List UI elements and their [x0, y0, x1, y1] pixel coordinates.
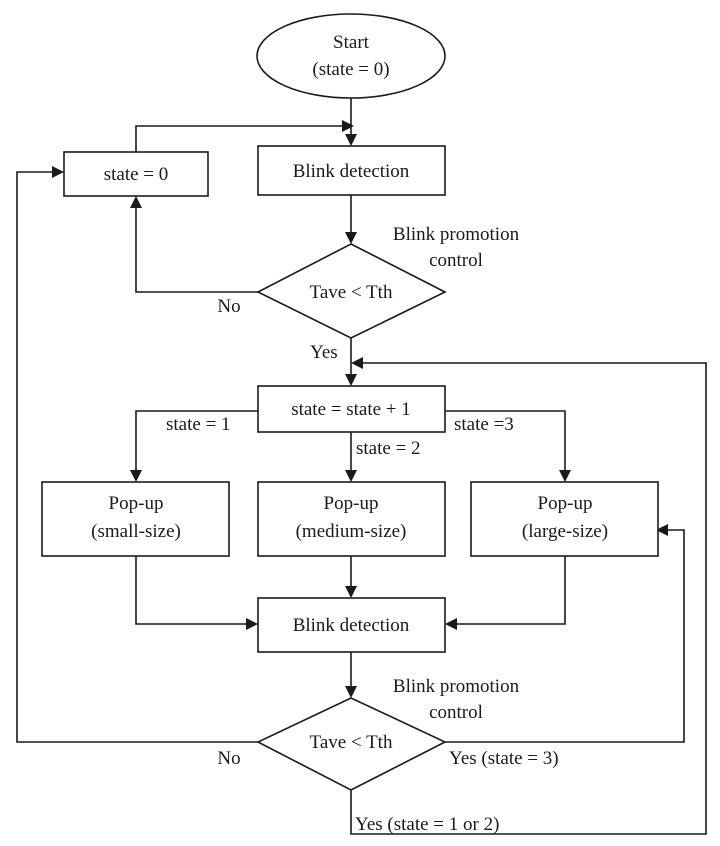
edge-popup-small-to-blink-detection: [135, 556, 250, 625]
edge-label-state-2: state = 2: [356, 438, 421, 459]
decision-diamond-1: [256, 243, 447, 339]
blink-promotion-line1: Blink promotion: [393, 224, 520, 245]
edge-decision-2-yes-3-to-popup-large: [445, 529, 685, 743]
arrowhead: [559, 470, 571, 482]
decision-diamond-2: [256, 697, 447, 791]
increment-state-node: state = state + 1: [257, 385, 446, 433]
edge-increment-to-popup-small: [135, 410, 258, 474]
arrowhead: [445, 618, 457, 630]
arrowhead: [345, 134, 357, 146]
connectors: [16, 98, 707, 835]
blink-promotion-line1: Blink promotion: [393, 676, 520, 697]
popup-medium-node: Pop-up (medium-size): [257, 481, 446, 557]
start-label-line1: Start: [333, 32, 370, 53]
arrowhead: [52, 166, 64, 178]
decision-label-1: Tave < Tth: [310, 282, 393, 303]
popup-small-line1: Pop-up: [109, 493, 164, 514]
arrowhead: [342, 120, 354, 132]
edge-decision-2-no-to-reset: [16, 171, 258, 743]
reset-state-node: state = 0: [63, 151, 209, 197]
blink-promotion-line2: control: [429, 250, 483, 271]
reset-state-label: state = 0: [104, 164, 169, 185]
edge-increment-to-popup-large: [445, 410, 566, 474]
popup-medium-line1: Pop-up: [324, 493, 379, 514]
edge-label-yes-state-3: Yes (state = 3): [449, 748, 559, 769]
edge-label-state-1: state = 1: [166, 414, 231, 435]
edge-label-yes-state-1-or-2: Yes (state = 1 or 2): [355, 814, 499, 835]
arrowhead: [345, 470, 357, 482]
decision-node-1: Tave < Tth: [256, 243, 447, 339]
blink-detection-label-1: Blink detection: [293, 161, 410, 182]
blink-promotion-note-1: Blink promotion control: [393, 224, 520, 271]
increment-state-box: [257, 385, 446, 433]
arrowhead: [130, 196, 142, 208]
arrowhead: [351, 357, 363, 369]
popup-small-box: [41, 481, 230, 557]
arrowhead: [345, 374, 357, 386]
start-ellipse: [256, 13, 446, 99]
edge-label-state-3: state =3: [454, 414, 514, 435]
blink-detection-box-2: [257, 597, 446, 653]
increment-state-label: state = state + 1: [291, 399, 411, 420]
popup-medium-line2: (medium-size): [296, 521, 407, 542]
edge-decision-no-to-reset: [135, 206, 258, 293]
blink-detection-node-2: Blink detection: [257, 597, 446, 653]
arrowhead: [345, 586, 357, 598]
popup-medium-box: [257, 481, 446, 557]
popup-small-line2: (small-size): [91, 521, 181, 542]
edge-label-no-1: No: [217, 296, 240, 317]
blink-detection-box-1: [257, 145, 446, 196]
blink-detection-label-2: Blink detection: [293, 615, 410, 636]
blink-promotion-note-2: Blink promotion control: [393, 676, 520, 723]
edge-popup-large-to-blink-detection: [453, 556, 566, 625]
decision-node-2: Tave < Tth: [256, 697, 447, 791]
start-label-line2: (state = 0): [312, 59, 389, 80]
arrowhead: [656, 524, 668, 536]
popup-large-line2: (large-size): [522, 521, 608, 542]
popup-large-node: Pop-up (large-size): [470, 481, 659, 557]
popup-small-node: Pop-up (small-size): [41, 481, 230, 557]
edge-label-yes-1: Yes: [310, 342, 338, 363]
popup-large-line1: Pop-up: [538, 493, 593, 514]
blink-detection-node-1: Blink detection: [257, 145, 446, 196]
popup-large-box: [470, 481, 659, 557]
reset-state-box: [63, 151, 209, 197]
decision-label-2: Tave < Tth: [310, 732, 393, 753]
arrowhead: [246, 618, 258, 630]
edge-label-no-2: No: [217, 748, 240, 769]
edge-decision-2-yes-1-2-to-increment: [350, 362, 707, 835]
arrowheads: [52, 120, 668, 698]
arrowhead: [345, 686, 357, 698]
edge-reset-to-blink-detection: [135, 125, 344, 152]
arrowhead: [345, 232, 357, 244]
arrowhead: [130, 470, 142, 482]
start-node: Start (state = 0): [256, 13, 446, 99]
blink-promotion-line2: control: [429, 702, 483, 723]
